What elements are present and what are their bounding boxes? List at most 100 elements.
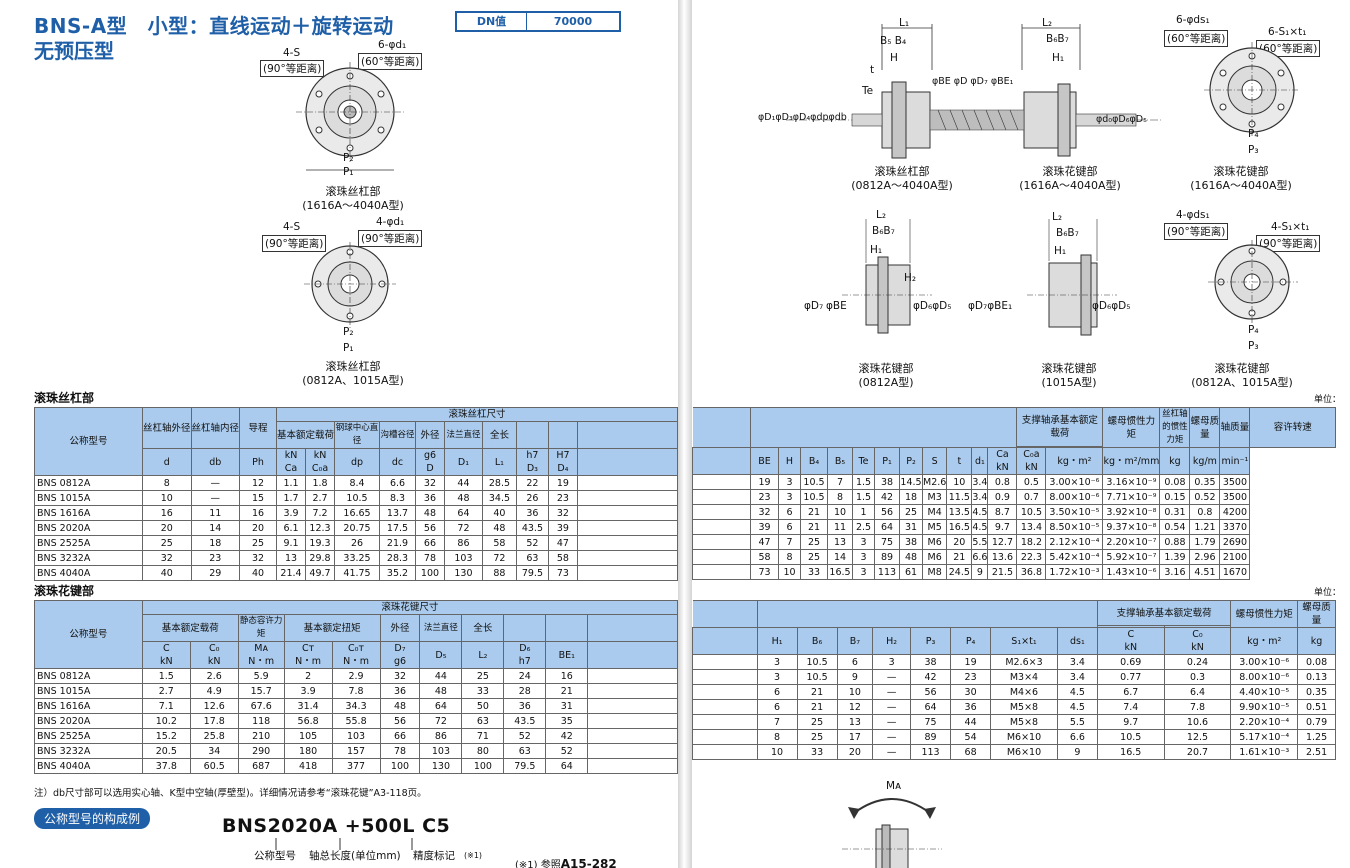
cell-value: M2.6×3 [990, 654, 1058, 670]
col-lead: 导程 [239, 407, 277, 449]
cell-value: 32 [547, 505, 578, 521]
symbol-text: H [785, 455, 794, 467]
ref-text: (※1) 参照 [515, 860, 561, 868]
cell-blank [692, 654, 758, 670]
symbol-text: Ca [996, 449, 1009, 460]
cell-value: 36 [414, 490, 445, 506]
cell-value: 2.96 [1189, 549, 1221, 565]
cell-value: 19 [950, 654, 992, 670]
spline-spec-table-left: 公称型号 滚珠花键尺寸 基本额定载荷 静态容许力矩 基本额定扭矩 外径 法兰直径… [34, 600, 678, 774]
col-symbol-blank [692, 447, 751, 475]
cell-blank [576, 550, 678, 566]
cell-value: 67.6 [237, 698, 285, 714]
symbol-units: kg・m²/mm [1103, 455, 1160, 467]
col-nut-inertia: 螺母惯性力矩 [1102, 407, 1161, 448]
cell-value: 3.9 [283, 683, 333, 699]
cell-value: 29 [190, 565, 241, 581]
cell-value: 56 [910, 684, 952, 700]
d2-caption-title: 滚珠丝杠部 [325, 360, 381, 373]
cell-value: 20.75 [334, 520, 380, 536]
lbl-Te: Te [862, 85, 874, 97]
cell-value: 18.2 [1016, 534, 1047, 550]
cell-value: 64 [443, 505, 483, 521]
col-symbol: d [141, 448, 192, 476]
cell-value: 33.25 [334, 550, 380, 566]
cell-value: 8 [827, 489, 853, 505]
cell-value: 2.12×10⁻⁴ [1045, 534, 1104, 550]
cell-value: 11 [827, 519, 853, 535]
cell-value: 17.8 [189, 713, 239, 729]
col-d4-head [547, 421, 578, 449]
cell-value: 10.5 [1016, 504, 1047, 520]
cell-value: 2.7 [141, 683, 191, 699]
r2-caption-title: 滚珠花键部 [1042, 165, 1098, 178]
cell-model: BNS 0812A [34, 475, 143, 491]
moment-label: Mᴀ [886, 780, 902, 792]
cell-value: 13 [276, 550, 306, 566]
symbol-text: S [931, 455, 938, 467]
col-symbol: kg/m [1189, 447, 1221, 475]
cell-value: 0.24 [1163, 654, 1232, 670]
cell-value: 5.92×10⁻⁷ [1102, 549, 1161, 565]
cell-value: 56 [874, 504, 900, 520]
lbl-B5B4: B₅ B₄ [880, 35, 907, 47]
cell-value: 37.8 [141, 758, 191, 774]
cell-value: 1.21 [1189, 519, 1221, 535]
cell-value: 15.2 [141, 728, 191, 744]
screw-spec-table-right: 支撑轴承基本额定载荷 螺母惯性力矩 丝杠轴的惯性力矩 螺母质量 轴质量 容许转速… [692, 407, 1336, 580]
cell-value: 1.7 [276, 490, 306, 506]
cell-value: 6.4 [1163, 684, 1232, 700]
screw-section-title: 滚珠丝杠部 [34, 391, 95, 405]
col-symbol: P₂ [899, 447, 923, 475]
cell-value: 10 [756, 744, 798, 760]
cell-value: 3.92×10⁻⁸ [1102, 504, 1161, 520]
col-rated-load: 基本额定载荷 [141, 614, 239, 642]
symbol-text: ds₁ [1069, 635, 1085, 647]
cell-value: 0.7 [1016, 489, 1047, 505]
col-static-moment: 静态容许力矩 [237, 614, 285, 642]
r3-caption-range: (1616A～4040A型) [1190, 179, 1292, 192]
col-model: 公称型号 [34, 407, 143, 476]
d1-s-note: (90°等距离) [260, 60, 325, 77]
cell-value: M4 [921, 504, 948, 520]
cell-value: 1.1 [276, 475, 306, 491]
example-pill: 公称型号的构成例 [34, 808, 151, 829]
symbol-text: L₁ [494, 456, 504, 468]
page-title: BNS-A型 小型：直线运动＋旋转运动 [34, 14, 394, 38]
r4-caption-range: (0812A型) [858, 376, 914, 389]
cell-blank [576, 565, 678, 581]
cell-value: 48 [379, 698, 421, 714]
cell-value: 10.5 [796, 654, 838, 670]
symbol-text: C₀т [348, 643, 365, 654]
cell-value: 32 [141, 550, 192, 566]
symbol-units: kg [1169, 455, 1181, 467]
cell-value: 52 [515, 535, 549, 551]
col-symbol: B₅ [827, 447, 853, 475]
cell-value: 3 [778, 489, 801, 505]
col-symbol: B₆ [796, 627, 838, 655]
cell-value: M6×10 [990, 729, 1058, 745]
col-rated-torque: 基本额定扭矩 [283, 614, 381, 642]
cell-value: 19.3 [304, 535, 336, 551]
cell-value: 377 [331, 758, 381, 774]
cell-value: 17 [836, 729, 874, 745]
cell-value: 12 [239, 475, 277, 491]
cell-value: M5×8 [990, 714, 1058, 730]
cell-value: — [872, 684, 912, 700]
cell-value: 13.6 [987, 549, 1018, 565]
cell-value: 0.08 [1159, 474, 1191, 490]
cell-model: BNS 4040A [34, 565, 143, 581]
cell-model: BNS 2525A [34, 728, 143, 744]
cell-value: 32 [750, 504, 779, 520]
cell-value: 13 [836, 714, 874, 730]
symbol-units: kN [1025, 462, 1038, 473]
col-od: 外径 [414, 421, 445, 449]
